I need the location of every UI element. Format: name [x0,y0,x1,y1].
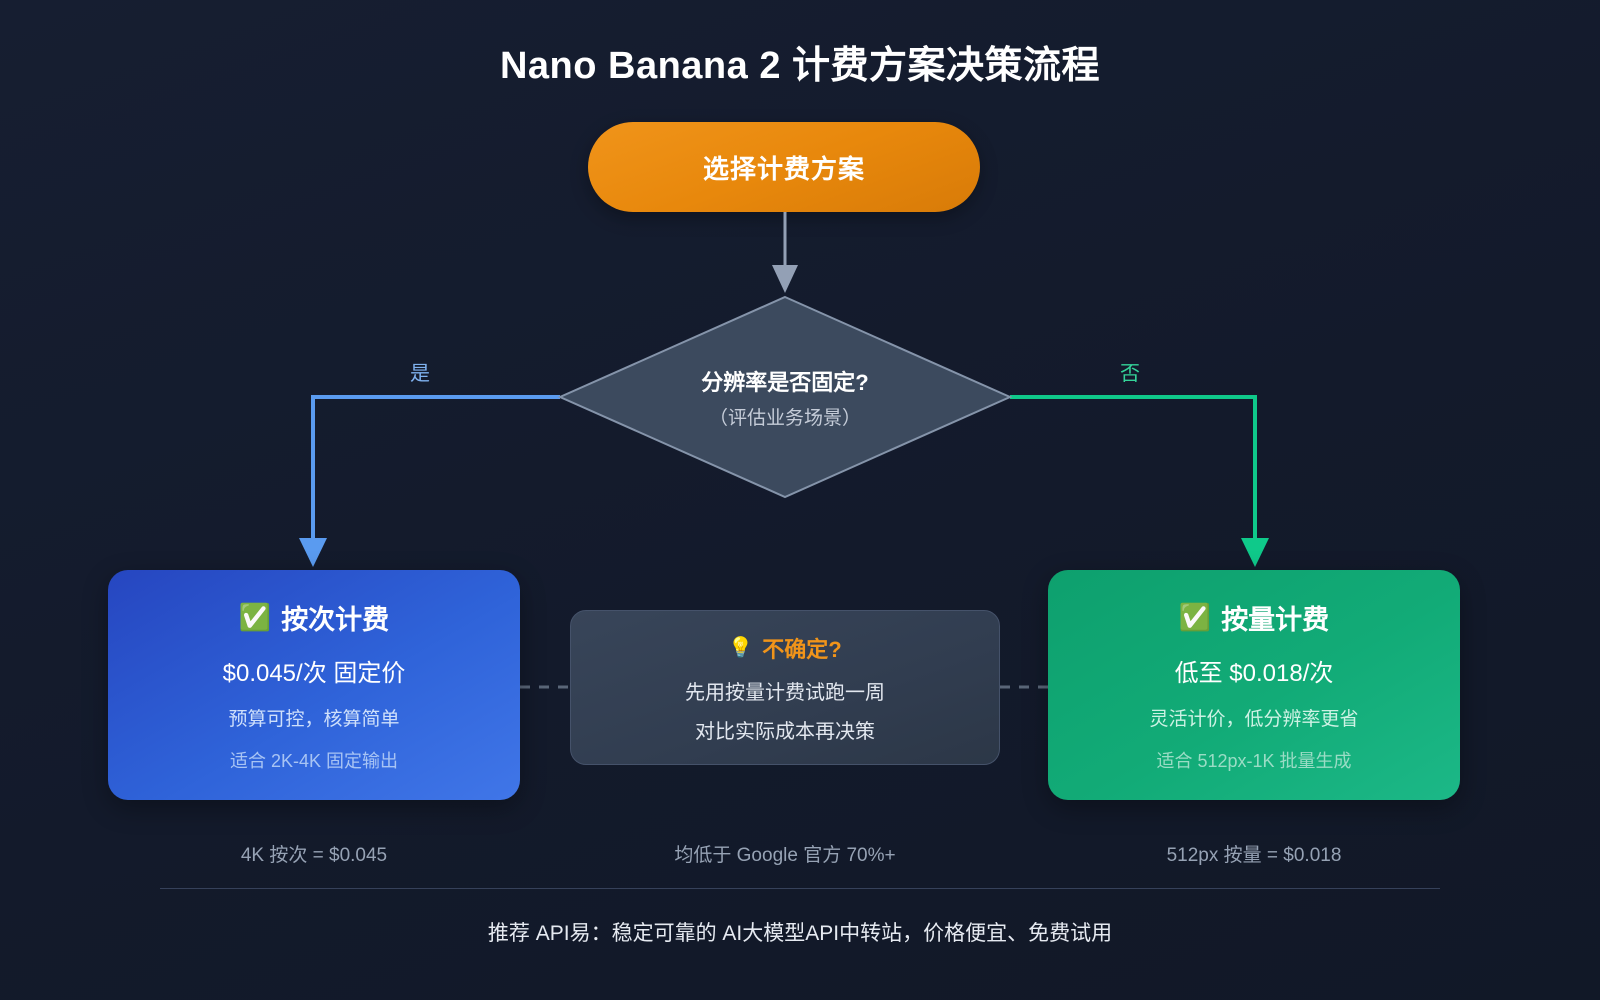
footer-text: 推荐 API易：稳定可靠的 AI大模型API中转站，价格便宜、免费试用 [487,922,1113,945]
check-icon: ✅ [238,602,272,632]
caption-right: 512px 按量 = $0.018 [1166,845,1342,866]
decision-subtitle: （评估业务场景） [708,407,861,429]
decision-node[interactable]: 分辨率是否固定? （评估业务场景） [560,297,1010,497]
card-per-volume-title: 按量计费 [1221,604,1330,635]
check-icon: ✅ [1178,602,1212,632]
card-per-volume-price: 低至 $0.018/次 [1174,659,1334,687]
edge-yes-branch [299,395,560,567]
tip-box-title-row: 💡 不确定? [728,632,841,664]
edge-label-yes: 是 [410,363,430,385]
card-per-volume[interactable]: ✅ 按量计费 低至 $0.018/次 灵活计价，低分辨率更省 适合 512px-… [1048,570,1460,800]
card-per-call-price: $0.045/次 固定价 [222,659,406,687]
decision-question: 分辨率是否固定? [701,369,869,395]
start-node[interactable]: 选择计费方案 [588,122,980,212]
footer-divider [160,888,1440,889]
edge-no-branch [1010,395,1269,567]
edge-start-to-decision [772,212,798,293]
card-per-call-title: 按次计费 [281,604,390,635]
card-per-volume-note: 适合 512px-1K 批量生成 [1156,750,1352,771]
card-per-volume-title-row: ✅ 按量计费 [1179,598,1329,637]
page-title: Nano Banana 2 计费方案决策流程 [499,45,1101,87]
card-per-volume-desc: 灵活计价，低分辨率更省 [1149,708,1359,730]
tip-box-line-2: 对比实际成本再决策 [695,720,875,743]
start-node-label: 选择计费方案 [702,153,865,184]
tip-box-line-1: 先用按量计费试跑一周 [685,681,885,704]
card-per-call-title-row: ✅ 按次计费 [239,598,389,637]
edge-label-no: 否 [1120,363,1140,385]
tip-box-title: 不确定? [762,636,842,662]
caption-left: 4K 按次 = $0.045 [240,845,388,866]
tip-box[interactable]: 💡 不确定? 先用按量计费试跑一周 对比实际成本再决策 [570,610,1000,765]
decision-diamond-shape[interactable] [557,295,1013,499]
card-per-call-desc: 预算可控，核算简单 [228,708,400,730]
card-per-call-note: 适合 2K-4K 固定输出 [229,750,399,771]
caption-center: 均低于 Google 官方 70%+ [674,845,896,866]
lightbulb-icon: 💡 [728,636,754,659]
card-per-call[interactable]: ✅ 按次计费 $0.045/次 固定价 预算可控，核算简单 适合 2K-4K 固… [108,570,520,800]
